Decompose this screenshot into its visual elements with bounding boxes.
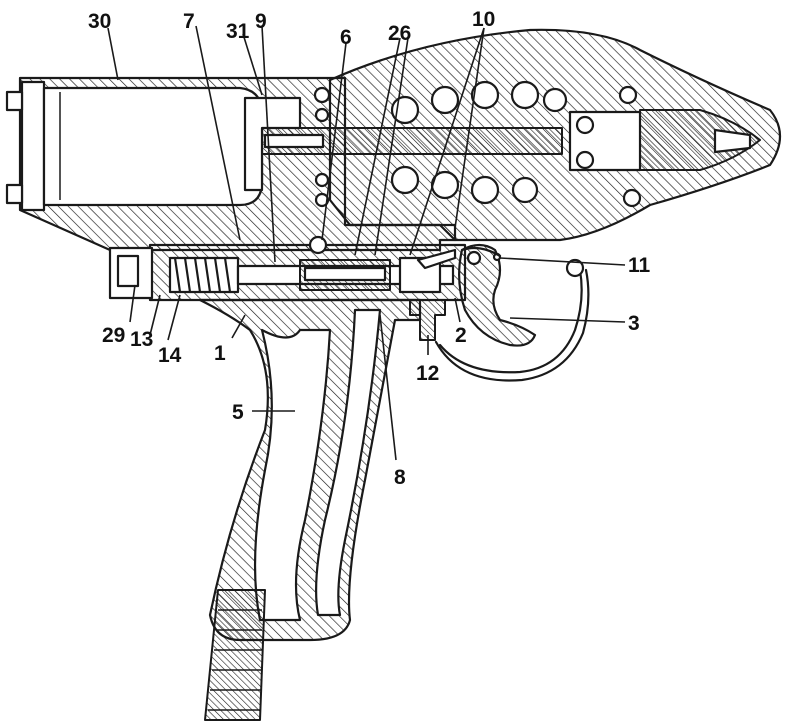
label-11: 11	[628, 254, 651, 277]
label-13: 13	[130, 328, 153, 351]
label-29: 29	[102, 324, 125, 347]
label-30: 30	[88, 10, 111, 33]
rear-plate	[7, 82, 44, 210]
handle	[200, 300, 420, 720]
label-6: 6	[340, 26, 352, 49]
label-3: 3	[628, 312, 640, 335]
label-2: 2	[455, 324, 467, 347]
label-31: 31	[226, 20, 250, 43]
label-9: 9	[255, 10, 267, 33]
label-14: 14	[158, 344, 182, 367]
label-7: 7	[183, 10, 195, 33]
label-26: 26	[388, 22, 411, 45]
label-8: 8	[394, 466, 406, 489]
valve-assembly	[110, 237, 465, 300]
label-12: 12	[416, 362, 439, 385]
label-10: 10	[472, 8, 495, 31]
label-1: 1	[214, 342, 226, 365]
label-5: 5	[232, 401, 244, 424]
